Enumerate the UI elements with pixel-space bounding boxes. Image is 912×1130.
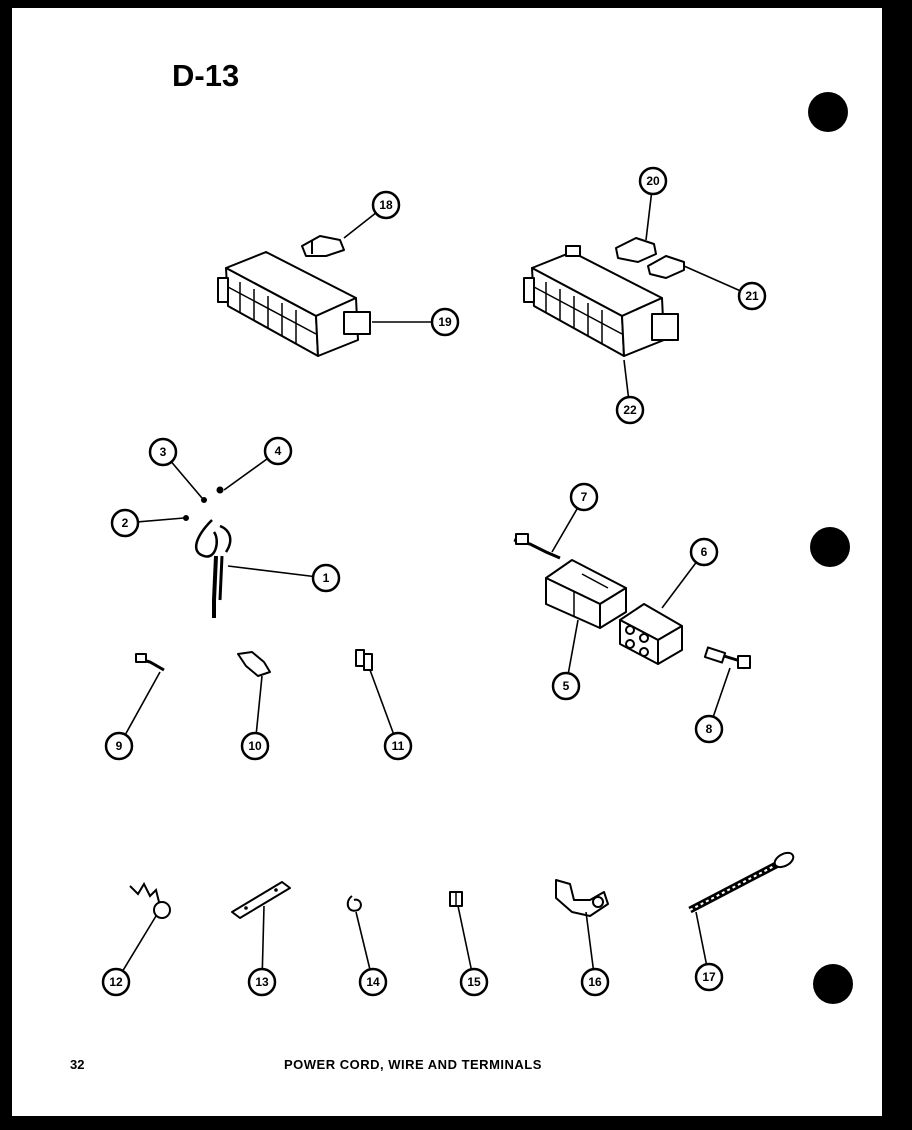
- wire-nut-15: [449, 891, 463, 907]
- svg-text:19: 19: [438, 315, 452, 329]
- terminal-10: [237, 651, 271, 677]
- svg-text:22: 22: [623, 403, 637, 417]
- page-title: D-13: [172, 58, 240, 93]
- svg-text:6: 6: [701, 545, 708, 559]
- svg-text:12: 12: [109, 975, 123, 989]
- svg-text:11: 11: [392, 739, 405, 753]
- svg-text:3: 3: [160, 445, 167, 459]
- svg-text:2: 2: [122, 516, 129, 530]
- callout-4: 4: [263, 436, 293, 466]
- callout-1: 1: [311, 563, 341, 593]
- page-caption: POWER CORD, WIRE AND TERMINALS: [284, 1057, 542, 1072]
- connector-housing-22: [523, 245, 679, 357]
- callout-20: 20: [638, 166, 668, 196]
- callout-19: 19: [430, 307, 460, 337]
- callout-18: 18: [371, 190, 401, 220]
- callout-2: 2: [110, 508, 140, 538]
- svg-text:7: 7: [581, 490, 588, 504]
- power-cord-1: [194, 519, 232, 618]
- terminal-18: [301, 235, 345, 257]
- ground-clip-12: [129, 881, 171, 919]
- svg-text:17: 17: [702, 970, 716, 984]
- callout-7: 7: [569, 482, 599, 512]
- svg-text:1: 1: [323, 571, 330, 585]
- terminal-20: [615, 237, 657, 263]
- terminal-9: [135, 653, 165, 672]
- page-number: 32: [70, 1057, 85, 1072]
- callout-17: 17: [694, 962, 724, 992]
- callout-9: 9: [104, 731, 134, 761]
- callout-15: 15: [459, 967, 489, 997]
- mounting-bracket-16: [555, 879, 609, 917]
- svg-text:9: 9: [116, 739, 123, 753]
- socket-terminal-8: [703, 646, 751, 669]
- svg-text:14: 14: [366, 975, 380, 989]
- wire-terminals-2-3-4: [183, 486, 224, 521]
- callout-21: 21: [737, 281, 767, 311]
- wire-loop-14: [346, 895, 362, 912]
- svg-text:8: 8: [706, 722, 713, 736]
- binder-hole-middle: [810, 527, 850, 567]
- connector-housing-5: [545, 559, 627, 629]
- callout-14: 14: [358, 967, 388, 997]
- callout-16: 16: [580, 967, 610, 997]
- callout-13: 13: [247, 967, 277, 997]
- callout-22: 22: [615, 395, 645, 425]
- callout-10: 10: [240, 731, 270, 761]
- callout-5: 5: [551, 671, 581, 701]
- connector-housing-19: [217, 251, 371, 357]
- splice-strip-13: [231, 881, 291, 919]
- callout-12: 12: [101, 967, 131, 997]
- svg-text:20: 20: [646, 174, 660, 188]
- cable-tie-17: [688, 851, 795, 914]
- svg-text:13: 13: [255, 975, 269, 989]
- parts-page: [12, 8, 882, 1116]
- svg-text:5: 5: [563, 679, 570, 693]
- svg-text:18: 18: [379, 198, 393, 212]
- callout-3: 3: [148, 437, 178, 467]
- connector-housing-6: [619, 603, 683, 665]
- callout-6: 6: [689, 537, 719, 567]
- terminal-21: [647, 255, 685, 279]
- svg-text:15: 15: [467, 975, 481, 989]
- svg-text:21: 21: [745, 289, 759, 303]
- terminal-11: [355, 649, 373, 671]
- svg-text:4: 4: [275, 444, 282, 458]
- callout-8: 8: [694, 714, 724, 744]
- binder-hole-top: [808, 92, 848, 132]
- svg-text:16: 16: [588, 975, 602, 989]
- callout-11: 11: [383, 731, 413, 761]
- binder-hole-bottom: [813, 964, 853, 1004]
- pin-terminal-7: [513, 533, 561, 560]
- svg-text:10: 10: [248, 739, 262, 753]
